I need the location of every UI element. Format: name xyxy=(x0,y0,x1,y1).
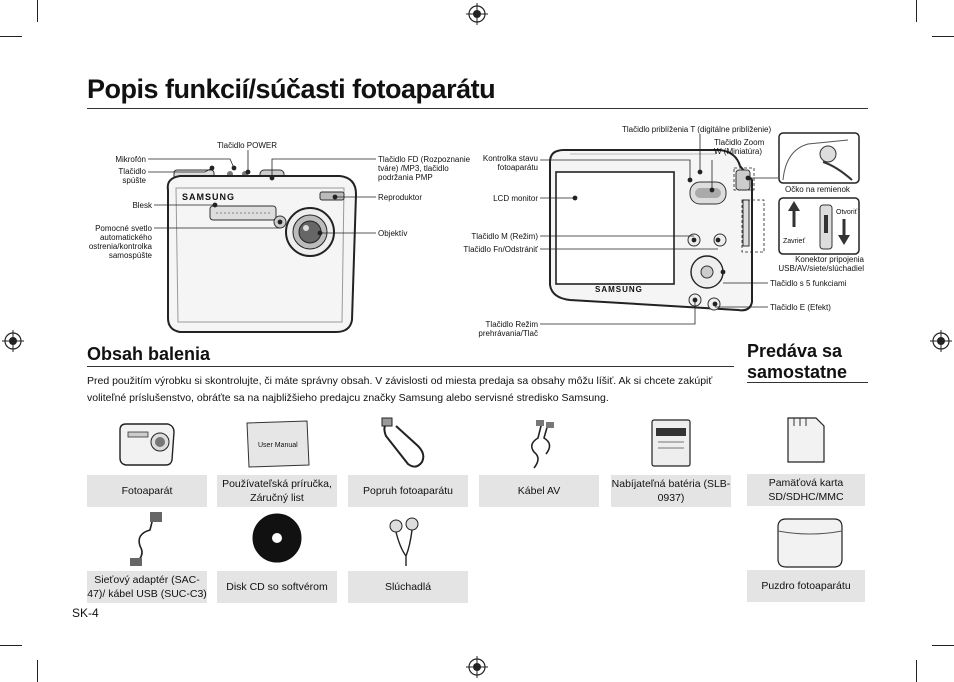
camera-thumbnail xyxy=(119,423,175,466)
memory-card-thumbnail xyxy=(787,417,825,463)
cd-disc-thumbnail xyxy=(252,513,302,563)
label-lens: Objektív xyxy=(378,229,408,238)
user-manual-thumbnail xyxy=(246,420,310,468)
label-power: Tlačidlo POWER xyxy=(217,141,278,150)
label-fd-button: Tlačidlo FD (Rozpoznanie tváre) /MP3, tl… xyxy=(378,155,471,182)
label-status-lamp: Kontrolka stavu fotoaparátu xyxy=(482,154,538,172)
registration-mark-icon xyxy=(930,330,952,352)
contents-heading: Obsah balenia xyxy=(87,344,211,364)
separately-rule xyxy=(747,382,868,383)
contents-intro: Pred použitím výrobku si skontrolujte, č… xyxy=(87,375,713,404)
camera-case-thumbnail xyxy=(777,518,843,568)
label-af-lamp: Pomocné svetlo automatického ostrenia/ko… xyxy=(88,224,152,260)
label-open: Otvoriť xyxy=(836,209,858,216)
item-earphones: Slúchadlá xyxy=(348,571,468,603)
label-mic: Mikrofón xyxy=(115,155,146,164)
label-five-way: Tlačidlo s 5 funkciami xyxy=(770,279,847,288)
page-title: Popis funkcií/súčasti fotoaparátu xyxy=(87,74,496,104)
title-rule xyxy=(87,108,868,109)
crop-mark xyxy=(916,660,917,682)
strap-thumbnail xyxy=(381,417,425,468)
earphones-thumbnail xyxy=(389,517,419,566)
registration-mark-icon xyxy=(2,330,24,352)
camera-brand-logo: SAMSUNG xyxy=(182,192,236,202)
label-flash: Blesk xyxy=(132,201,152,210)
camera-brand-logo: SAMSUNG xyxy=(595,285,643,294)
crop-mark xyxy=(932,36,954,37)
label-close: Zavrieť xyxy=(783,238,806,245)
item-battery: Nabíjateľná batéria (SLB-0937) xyxy=(611,475,731,507)
av-cable-thumbnail xyxy=(530,420,554,469)
registration-mark-icon xyxy=(466,3,488,25)
item-cd: Disk CD so softvérom xyxy=(217,571,337,603)
label-connector: Konektor pripojenia USB/AV/siete/slúchad… xyxy=(778,255,864,273)
camera-back-illustration xyxy=(549,149,753,312)
page-number: SK-4 xyxy=(72,606,99,620)
label-shutter: Tlačidlo spúšte xyxy=(118,167,146,185)
label-speaker: Reproduktor xyxy=(378,193,423,202)
label-playback: Tlačidlo Režim prehrávania/Tlač xyxy=(478,320,538,338)
camera-front-illustration xyxy=(166,169,358,333)
ac-adapter-thumbnail xyxy=(130,512,162,566)
item-user-manual: Používateľská príručka, Záručný list xyxy=(217,475,337,507)
registration-mark-icon xyxy=(466,656,488,678)
item-av-cable: Kábel AV xyxy=(479,475,599,507)
label-strap-eyelet: Očko na remienok xyxy=(785,185,850,194)
contents-rule xyxy=(87,366,734,367)
crop-mark xyxy=(932,645,954,646)
label-zoom-t: Tlačidlo priblíženia T (digitálne priblí… xyxy=(622,125,772,134)
label-fn-delete: Tlačidlo Fn/Odstrániť xyxy=(463,245,538,254)
separately-heading: Predáva sa samostatne xyxy=(747,341,848,382)
connector-cover-inset xyxy=(778,197,860,255)
strap-eyelet-inset xyxy=(778,132,860,184)
battery-thumbnail xyxy=(651,419,691,467)
item-case: Puzdro fotoaparátu xyxy=(747,570,865,602)
item-memory-card: Pamäťová karta SD/SDHC/MMC xyxy=(747,474,865,506)
crop-mark xyxy=(37,660,38,682)
item-strap: Popruh fotoaparátu xyxy=(348,475,468,507)
label-lcd: LCD monitor xyxy=(493,194,538,203)
crop-mark xyxy=(0,645,22,646)
crop-mark xyxy=(0,36,22,37)
label-mode: Tlačidlo M (Režim) xyxy=(471,232,538,241)
item-ac-adapter: Sieťový adaptér (SAC-47)/ kábel USB (SUC… xyxy=(87,571,207,603)
crop-mark xyxy=(916,0,917,22)
item-camera: Fotoaparát xyxy=(87,475,207,507)
user-manual-cover-text: User Manual xyxy=(258,442,298,449)
label-effect: Tlačidlo E (Efekt) xyxy=(770,303,831,312)
label-zoom-w: Tlačidlo Zoom W (Miniatúra) xyxy=(714,138,765,156)
crop-mark xyxy=(37,0,38,22)
